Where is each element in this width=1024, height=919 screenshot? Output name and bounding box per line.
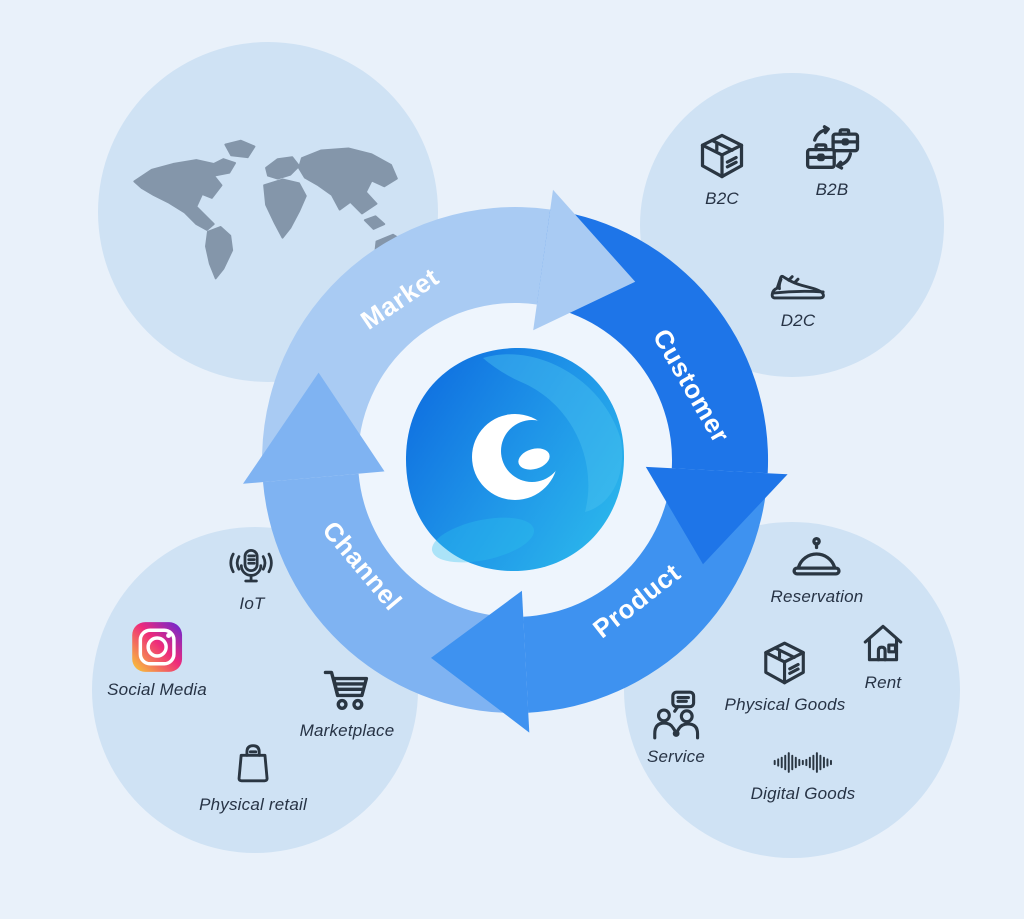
item-label: Social Media <box>107 680 207 699</box>
shopping-bag-icon <box>237 744 269 783</box>
physical-goods-item: Physical Goods <box>725 638 846 715</box>
item-label: Rent <box>864 673 902 692</box>
item-label: Service <box>646 747 706 766</box>
b2b-item: B2B <box>801 124 863 200</box>
package-icon <box>700 133 744 179</box>
physical-retail-item: Physical retail <box>199 736 307 815</box>
item-label: D2C <box>780 311 816 330</box>
shopware-logo <box>395 340 635 580</box>
item-label: Marketplace <box>299 721 395 740</box>
digital-goods-item: Digital Goods <box>751 748 856 804</box>
rent-item: Rent <box>858 618 908 693</box>
market-quadrant-circle <box>98 42 438 382</box>
item-label: Reservation <box>770 587 864 606</box>
instagram-icon <box>132 622 182 672</box>
iot-item: IoT <box>217 548 287 614</box>
soundwave-icon <box>774 752 833 773</box>
cloche-icon <box>792 536 842 576</box>
item-label: Physical Goods <box>724 695 846 714</box>
d2c-item: D2C <box>769 266 827 331</box>
social-media-item: Social Media <box>107 621 207 700</box>
b2c-item: B2C <box>696 130 748 209</box>
briefcase-exchange-icon <box>805 125 860 170</box>
item-label: Digital Goods <box>750 784 856 803</box>
item-label: IoT <box>239 594 265 613</box>
service-item: Service <box>647 690 705 767</box>
shopping-cart-icon <box>324 670 369 710</box>
iot-microphone-icon <box>229 548 273 583</box>
marketplace-item: Marketplace <box>300 662 395 741</box>
sneaker-icon <box>770 274 825 300</box>
reservation-item: Reservation <box>771 536 864 607</box>
house-icon <box>863 624 903 662</box>
item-label: B2B <box>815 180 849 199</box>
package-icon <box>764 641 806 685</box>
item-label: B2C <box>705 189 739 208</box>
customer-quadrant-circle <box>640 73 944 377</box>
people-chat-icon <box>653 690 700 740</box>
item-label: Physical retail <box>199 795 307 814</box>
